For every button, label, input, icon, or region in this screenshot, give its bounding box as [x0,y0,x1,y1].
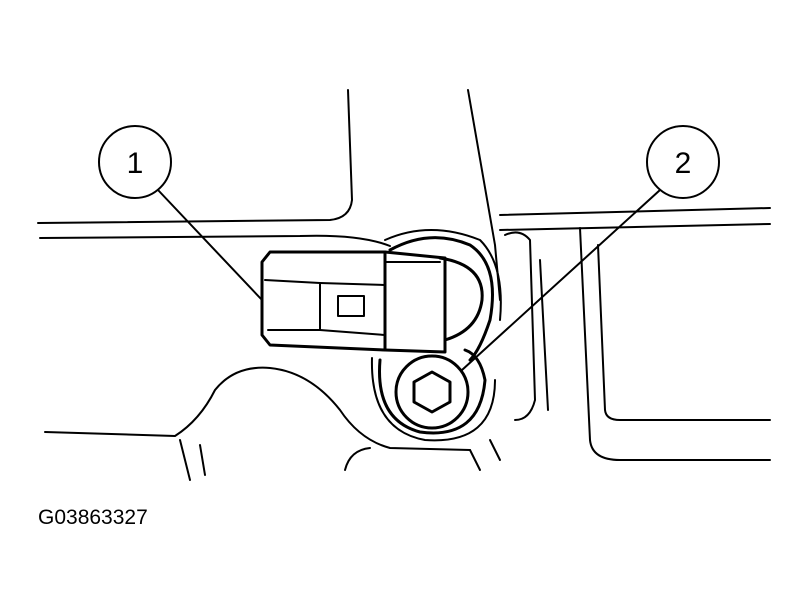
callout-1-number: 1 [127,147,144,180]
sensor-mount-boss [370,229,502,442]
engine-background-outline [37,89,771,481]
camshaft-position-sensor [260,250,447,354]
figure-id-label: G03863327 [38,506,148,529]
callout-2-number: 2 [675,147,692,180]
callout-1: 1 [98,125,263,301]
callout-2: 2 [461,125,720,371]
bolt [394,354,470,430]
